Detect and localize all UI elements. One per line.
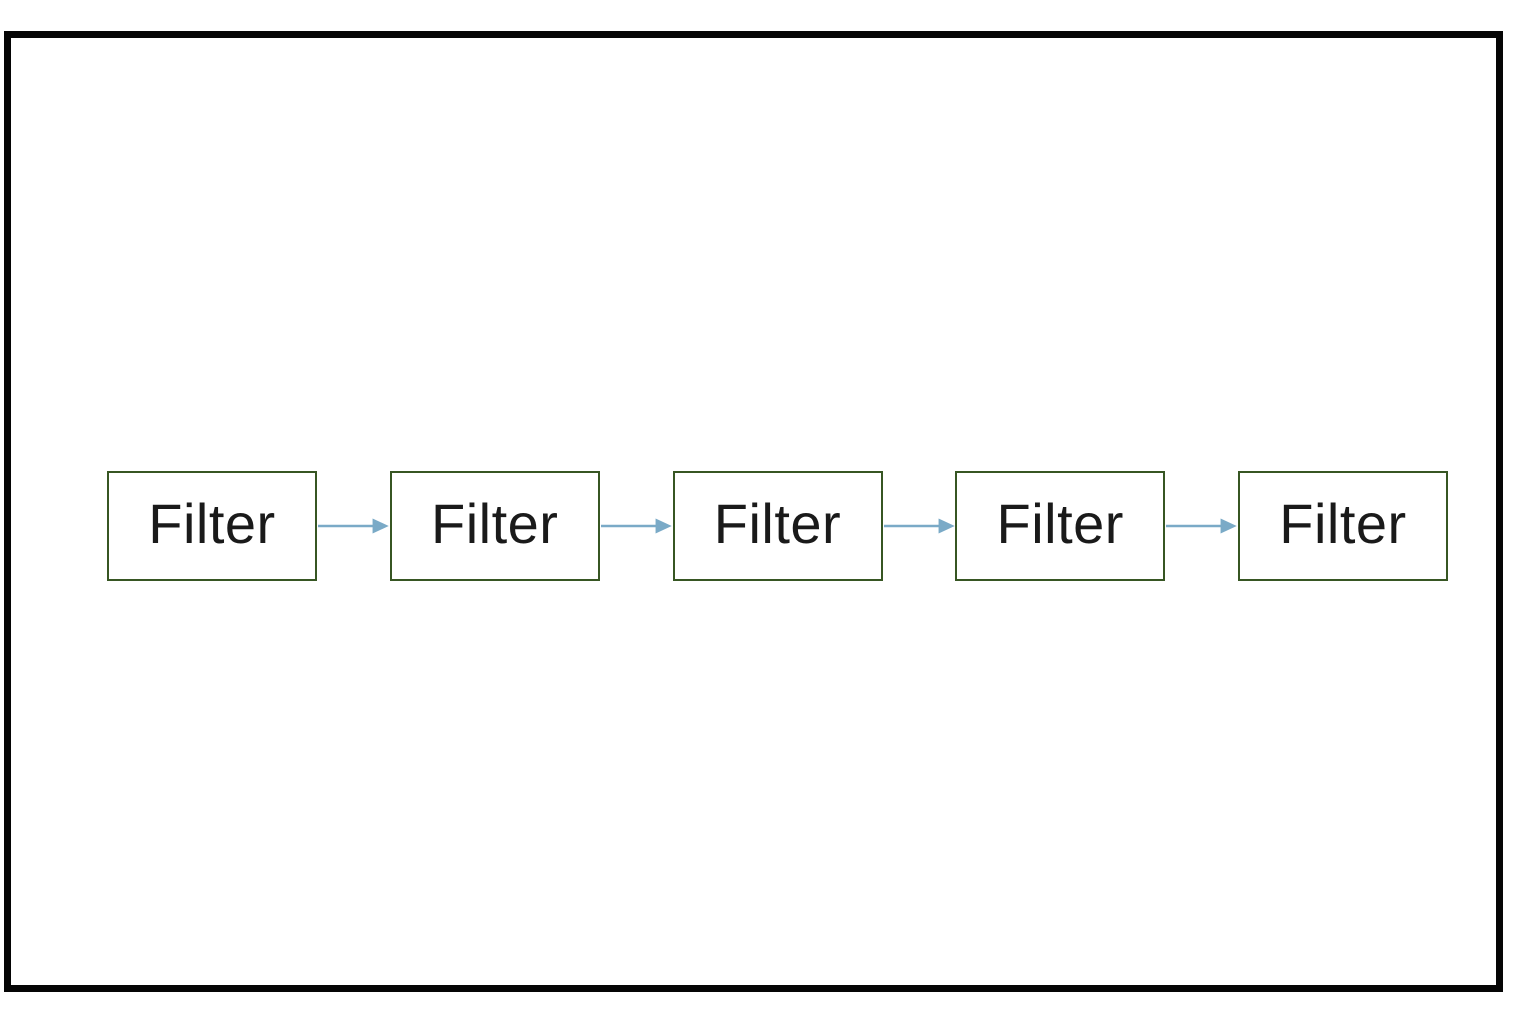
filter-pipeline: Filter Filter Filter Filter (107, 471, 1448, 581)
flow-arrow-icon (1166, 518, 1237, 534)
filter-box-1: Filter (107, 471, 317, 581)
filter-box-label: Filter (996, 492, 1124, 555)
filter-box-4: Filter (955, 471, 1166, 581)
diagram-outer-frame: Filter Filter Filter Filter (4, 31, 1503, 992)
filter-box-label: Filter (431, 492, 559, 555)
flow-arrow-icon (318, 518, 389, 534)
filter-box-5: Filter (1238, 471, 1448, 581)
flow-arrow-icon (883, 518, 955, 534)
filter-box-3: Filter (672, 471, 883, 581)
flow-arrow-icon (600, 518, 672, 534)
filter-box-2: Filter (389, 471, 600, 581)
filter-box-label: Filter (148, 492, 276, 555)
filter-box-label: Filter (1279, 492, 1407, 555)
filter-box-label: Filter (713, 492, 842, 555)
